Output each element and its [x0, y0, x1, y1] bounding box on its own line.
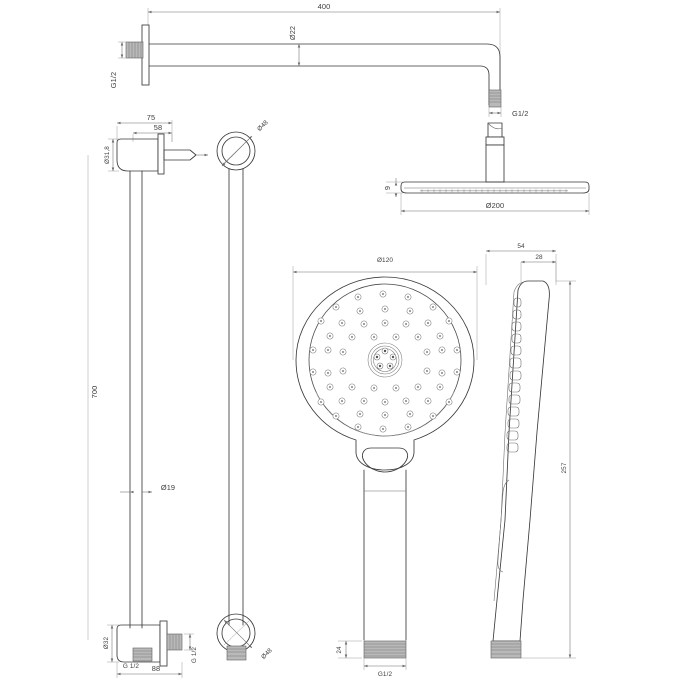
dim-label-9: 9: [383, 186, 392, 190]
side-grip-recess: [497, 479, 510, 573]
dim-label-g12-right: G 1/2: [191, 647, 198, 663]
hand-shower-inlet-nipple: [363, 640, 407, 659]
swivel-collar: [485, 136, 505, 146]
dim-wall-thread: G1/2: [109, 41, 128, 88]
dim-label-400: 400: [318, 2, 331, 11]
arm-outlet-knurl-lines: [489, 92, 501, 103]
dim-hand-face-120: Ø120: [292, 257, 478, 360]
lower-bracket-plate: [159, 620, 168, 667]
hand-shower-outer-shell: [295, 276, 475, 471]
dim-label-g12-wall: G1/2: [109, 72, 118, 88]
dim-label-88: 88: [152, 664, 160, 673]
lower-outlet-nipple: [166, 633, 183, 651]
dim-label-58: 58: [154, 123, 162, 132]
view-rail-rings: Ø48 Ø48: [216, 119, 274, 661]
dim-label-d200: Ø200: [486, 201, 504, 210]
dim-label-d22: Ø22: [288, 26, 297, 40]
view-hand-shower-side: 54 28: [485, 243, 576, 659]
lower-ring-outlet: [226, 645, 247, 661]
dim-arm-diameter: Ø22: [288, 26, 301, 67]
lower-ring-outlet-knurl: [227, 648, 246, 657]
dim-label-d318: Ø31,8: [104, 146, 111, 164]
upper-bracket-screw: [163, 149, 197, 161]
dim-bracket-58: 58: [132, 123, 173, 142]
dim-label-g12-left: G 1/2: [123, 663, 139, 670]
dim-label-54: 54: [517, 243, 525, 250]
dim-label-257: 257: [561, 462, 568, 473]
side-inlet-knurl: [491, 643, 521, 655]
dim-label-d120: Ø120: [377, 257, 393, 264]
dim-side-length-257: 257: [521, 280, 576, 659]
dim-hand-inlet-thread: G1/2: [363, 658, 407, 678]
mode-selector-button[interactable]: [361, 447, 409, 473]
dim-label-d48-bottom: Ø48: [260, 647, 274, 661]
upper-bracket-body: [116, 138, 159, 172]
view-hand-shower-front: Ø120: [292, 257, 478, 678]
dim-label-75: 75: [147, 113, 155, 122]
dim-bracket-318: Ø31,8: [104, 138, 119, 172]
upper-bracket-plate: [157, 133, 165, 175]
rain-head-body: [400, 181, 590, 194]
dim-label-28: 28: [535, 254, 543, 261]
upper-ring-outer: [216, 131, 256, 171]
hand-shower-side-profile: [492, 280, 550, 642]
dim-head-thickness: 9: [383, 178, 403, 198]
dim-label-d19: Ø19: [161, 483, 175, 492]
dim-head-diameter: Ø200: [400, 193, 590, 215]
dim-ring-48-top: Ø48: [221, 119, 270, 167]
dim-rail-diameter: Ø19: [120, 483, 175, 494]
view-wall-arm: 400 G1/2 Ø22: [109, 2, 590, 215]
view-slide-rail: 75 58 Ø31,8 700: [87, 113, 209, 678]
rain-head-nozzle-row: [420, 189, 568, 193]
dim-lower-bracket-88: 88: [116, 662, 183, 678]
dim-label-d48-top: Ø48: [256, 119, 270, 133]
side-inlet-nipple: [490, 640, 522, 659]
wall-inlet-nipple: [125, 41, 144, 59]
hand-shower-handle-sides: [363, 469, 407, 641]
swivel-joint-curve: [487, 122, 503, 130]
arm-outlet-nipple: [488, 89, 502, 108]
dim-label-24: 24: [336, 646, 343, 654]
dim-rail-700: 700: [87, 155, 99, 640]
hand-shower-face-shadow: [315, 391, 455, 437]
dim-side-28: 28: [520, 254, 557, 282]
bottom-outlet-knurl-lines: [133, 650, 152, 658]
hand-shower-inlet-knurl: [364, 643, 406, 657]
head-neck: [485, 144, 505, 183]
dim-label-g12-head: G1/2: [512, 109, 528, 118]
dim-label-d32: Ø32: [103, 636, 110, 649]
dim-hand-inlet-24: 24: [336, 640, 362, 659]
lower-outlet-knurl-lines: [169, 634, 180, 650]
dim-label-700: 700: [90, 386, 99, 399]
side-profile-inner-edge: [493, 281, 525, 602]
dim-arm-length: 400: [147, 2, 501, 95]
arm-tube-top-edge: [148, 43, 501, 106]
dim-g12-right: G 1/2: [184, 633, 198, 663]
side-grip-texture: [506, 297, 522, 453]
bottom-outlet-nipple: [132, 647, 153, 662]
dim-head-thread: G1/2: [488, 107, 528, 118]
wall-inlet-knurl-lines: [128, 42, 142, 58]
hand-shower-nozzles: [309, 290, 461, 433]
dim-label-g12-hand: G1/2: [378, 671, 393, 678]
arm-tube-bottom-edge: [148, 65, 490, 106]
